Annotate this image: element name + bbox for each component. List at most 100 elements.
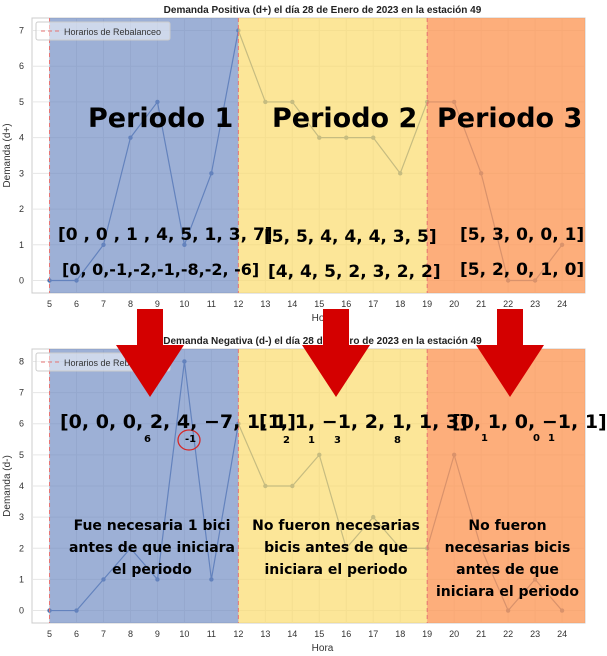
y-tick-label: 6 <box>19 419 24 429</box>
x-tick-label: 23 <box>530 299 540 309</box>
period-3-band <box>427 18 585 293</box>
subscript: 1 <box>481 433 488 444</box>
x-tick-label: 21 <box>476 629 486 639</box>
y-tick-label: 8 <box>19 356 24 366</box>
x-tick-label: 7 <box>101 299 106 309</box>
x-tick-label: 19 <box>422 299 432 309</box>
x-tick-label: 22 <box>503 629 513 639</box>
chart-title: Demanda Negativa (d-) el día 28 de Enero… <box>163 336 482 347</box>
x-tick-label: 16 <box>341 299 351 309</box>
period-3-band <box>427 349 585 623</box>
subscript: 3 <box>334 435 341 446</box>
x-tick-label: 8 <box>128 299 133 309</box>
x-tick-label: 9 <box>155 299 160 309</box>
x-tick-label: 10 <box>179 299 189 309</box>
figure: Demanda Positiva (d+) el día 28 de Enero… <box>2 5 586 654</box>
period-3-note: No fueron necesarias bicis antes de que … <box>436 518 579 600</box>
y-tick-label: 4 <box>19 133 24 143</box>
x-tick-label: 18 <box>395 299 405 309</box>
period-2-cumulative-vector: [1, 1, −1, 2, 1, 1, 3] <box>259 411 468 433</box>
x-tick-label: 19 <box>422 629 432 639</box>
y-tick-label: 6 <box>19 61 24 71</box>
x-tick-label: 11 <box>207 629 216 639</box>
x-tick-label: 10 <box>179 629 189 639</box>
legend-label: Horarios de Rebalanceo <box>64 358 161 368</box>
subscript: -1 <box>185 434 197 445</box>
down-arrow-2 <box>302 309 370 397</box>
subscript: 6 <box>144 434 151 445</box>
y-tick-label: 5 <box>19 450 24 460</box>
y-tick-label: 3 <box>19 168 24 178</box>
y-tick-label: 7 <box>19 388 24 398</box>
y-tick-label: 1 <box>19 240 24 250</box>
x-tick-label: 11 <box>207 299 216 309</box>
period-1-band <box>49 349 239 623</box>
y-tick-label: 0 <box>19 606 24 616</box>
x-tick-label: 15 <box>314 629 324 639</box>
subscript: 1 <box>548 433 555 444</box>
period-3-cumulative-vector: [0, 1, 0, −1, 1] <box>452 411 607 433</box>
legend-box <box>35 21 171 41</box>
x-tick-label: 13 <box>260 629 270 639</box>
x-tick-label: 13 <box>260 299 270 309</box>
x-tick-label: 17 <box>368 629 378 639</box>
y-tick-label: 5 <box>19 97 24 107</box>
highlight-circle <box>177 429 201 451</box>
x-tick-label: 15 <box>314 299 324 309</box>
legend-label: Horarios de Rebalanceo <box>64 27 161 37</box>
x-tick-label: 6 <box>74 299 79 309</box>
x-tick-label: 23 <box>530 629 540 639</box>
period-2-band <box>238 18 428 293</box>
x-tick-label: 18 <box>395 629 405 639</box>
period-1-title: Periodo 1 <box>88 103 234 134</box>
period-1-band <box>49 18 239 293</box>
x-tick-label: 22 <box>503 299 513 309</box>
y-tick-label: 2 <box>19 204 24 214</box>
period-2-positive-vector: [5, 5, 4, 4, 4, 3, 5] <box>264 227 437 247</box>
x-tick-label: 20 <box>449 299 459 309</box>
y-axis-label: Demanda (d-) <box>2 455 13 517</box>
x-axis-label: Hora <box>312 643 334 654</box>
x-tick-label: 12 <box>233 299 243 309</box>
period-3-title: Periodo 3 <box>437 103 583 134</box>
x-tick-label: 24 <box>557 299 567 309</box>
subscript: 1 <box>308 435 315 446</box>
x-tick-label: 17 <box>368 299 378 309</box>
x-tick-label: 12 <box>233 629 243 639</box>
chart-title: Demanda Positiva (d+) el día 28 de Enero… <box>164 5 482 16</box>
subscript: 8 <box>394 435 401 446</box>
x-tick-label: 6 <box>74 629 79 639</box>
subscript: 2 <box>283 435 290 446</box>
period-2-negative-vector: [4, 4, 5, 2, 3, 2, 2] <box>268 262 441 282</box>
down-arrow-3 <box>476 309 544 397</box>
period-3-positive-vector: [5, 3, 0, 0, 1] <box>460 225 585 245</box>
period-1-positive-vector: [0 , 0 , 1 , 4, 5, 1, 3, 7] <box>58 225 273 245</box>
period-2-title: Periodo 2 <box>272 103 418 134</box>
x-tick-label: 14 <box>287 299 297 309</box>
chart-positive-demand: Demanda Positiva (d+) el día 28 de Enero… <box>2 5 586 324</box>
y-tick-label: 3 <box>19 512 24 522</box>
period-1-negative-vector: [0, 0,-1,-2,-1,-8,-2, -6] <box>62 260 260 279</box>
subscript: 0 <box>533 433 540 444</box>
x-tick-label: 5 <box>47 629 52 639</box>
period-1-cumulative-vector: [0, 0, 0, 2, 4, −7, 1, 1] <box>60 411 296 433</box>
y-tick-label: 4 <box>19 481 24 491</box>
period-3-negative-vector: [5, 2, 0, 1, 0] <box>460 260 585 280</box>
x-tick-label: 5 <box>47 299 52 309</box>
x-tick-label: 20 <box>449 629 459 639</box>
y-tick-label: 2 <box>19 543 24 553</box>
x-tick-label: 14 <box>287 629 297 639</box>
x-tick-label: 16 <box>341 629 351 639</box>
period-2-note: No fueron necesarias bicis antes de que … <box>252 518 420 578</box>
x-tick-label: 24 <box>557 629 567 639</box>
period-1-note: Fue necesaria 1 bici antes de que inicia… <box>68 518 236 578</box>
chart-negative-demand: Demanda Negativa (d-) el día 28 de Enero… <box>2 336 586 654</box>
down-arrow-1 <box>116 309 184 397</box>
x-axis-label: Hora <box>312 313 334 324</box>
y-tick-label: 7 <box>19 26 24 36</box>
x-tick-label: 7 <box>101 629 106 639</box>
arrows <box>116 309 544 451</box>
legend: Horarios de Rebalanceo <box>35 21 171 41</box>
y-tick-label: 0 <box>19 276 24 286</box>
x-tick-label: 8 <box>128 629 133 639</box>
